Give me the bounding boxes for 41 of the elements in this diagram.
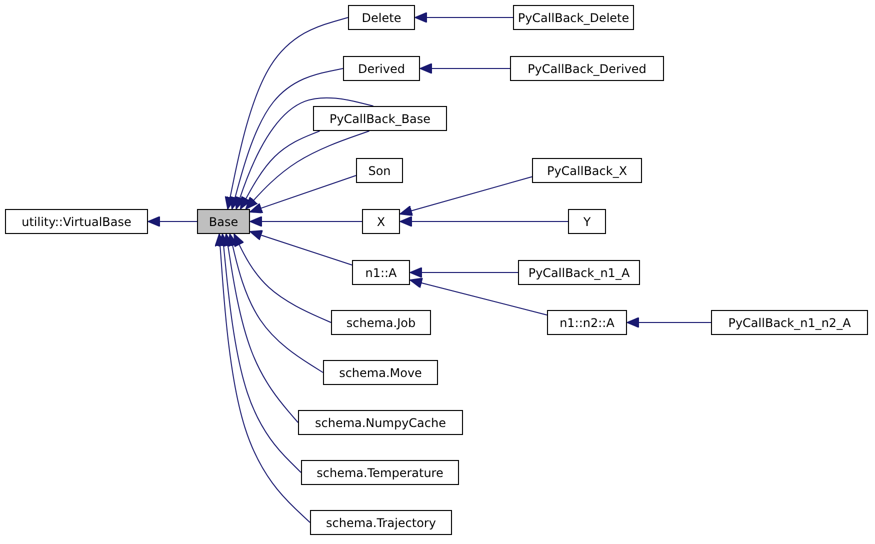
inheritance-arrow [400,176,532,216]
inheritance-arrow [227,234,324,373]
class-box: PyCallBack_Delete [513,5,634,30]
inheritance-arrow [222,234,298,423]
inheritance-arrow [218,234,302,473]
class-box: utility::VirtualBase [5,209,148,234]
class-box: PyCallBack_n1_A [518,260,640,285]
class-box: PyCallBack_X [532,158,642,183]
class-box: schema.Move [323,360,438,385]
inheritance-arrow [245,130,370,210]
class-box: PyCallBack_Base [313,106,447,131]
class-box: X [362,209,400,234]
class-box: schema.NumpyCache [298,410,463,435]
inheritance-arrow [240,130,320,210]
class-box: Derived [343,56,420,81]
class-box: PyCallBack_n1_n2_A [711,310,868,335]
inheritance-arrow [214,234,310,523]
inheritance-arrow [414,12,514,23]
class-box: schema.Job [331,310,431,335]
inheritance-arrow [250,216,362,227]
inheritance-arrow [400,216,568,227]
inheritance-arrow [250,230,352,266]
selected-class-box: Base [197,209,250,234]
inheritance-arrow [410,267,518,278]
class-box: Son [356,158,403,183]
inheritance-arrow [626,317,712,328]
class-box: n1::A [352,260,410,285]
class-box: n1::n2::A [547,310,627,335]
class-box: PyCallBack_Derived [510,56,664,81]
class-box: Y [568,209,606,234]
inheritance-arrow [420,63,510,74]
class-box: schema.Trajectory [310,510,452,535]
inheritance-arrow [234,97,374,210]
inheritance-arrow [410,278,548,316]
inheritance-arrow [148,216,198,227]
class-box: schema.Temperature [301,460,459,485]
class-box: Delete [348,5,415,30]
inheritance-arrow [250,175,356,214]
inheritance-arrow [230,68,344,210]
inheritance-arrow [224,17,348,210]
inheritance-arrow [234,234,332,323]
